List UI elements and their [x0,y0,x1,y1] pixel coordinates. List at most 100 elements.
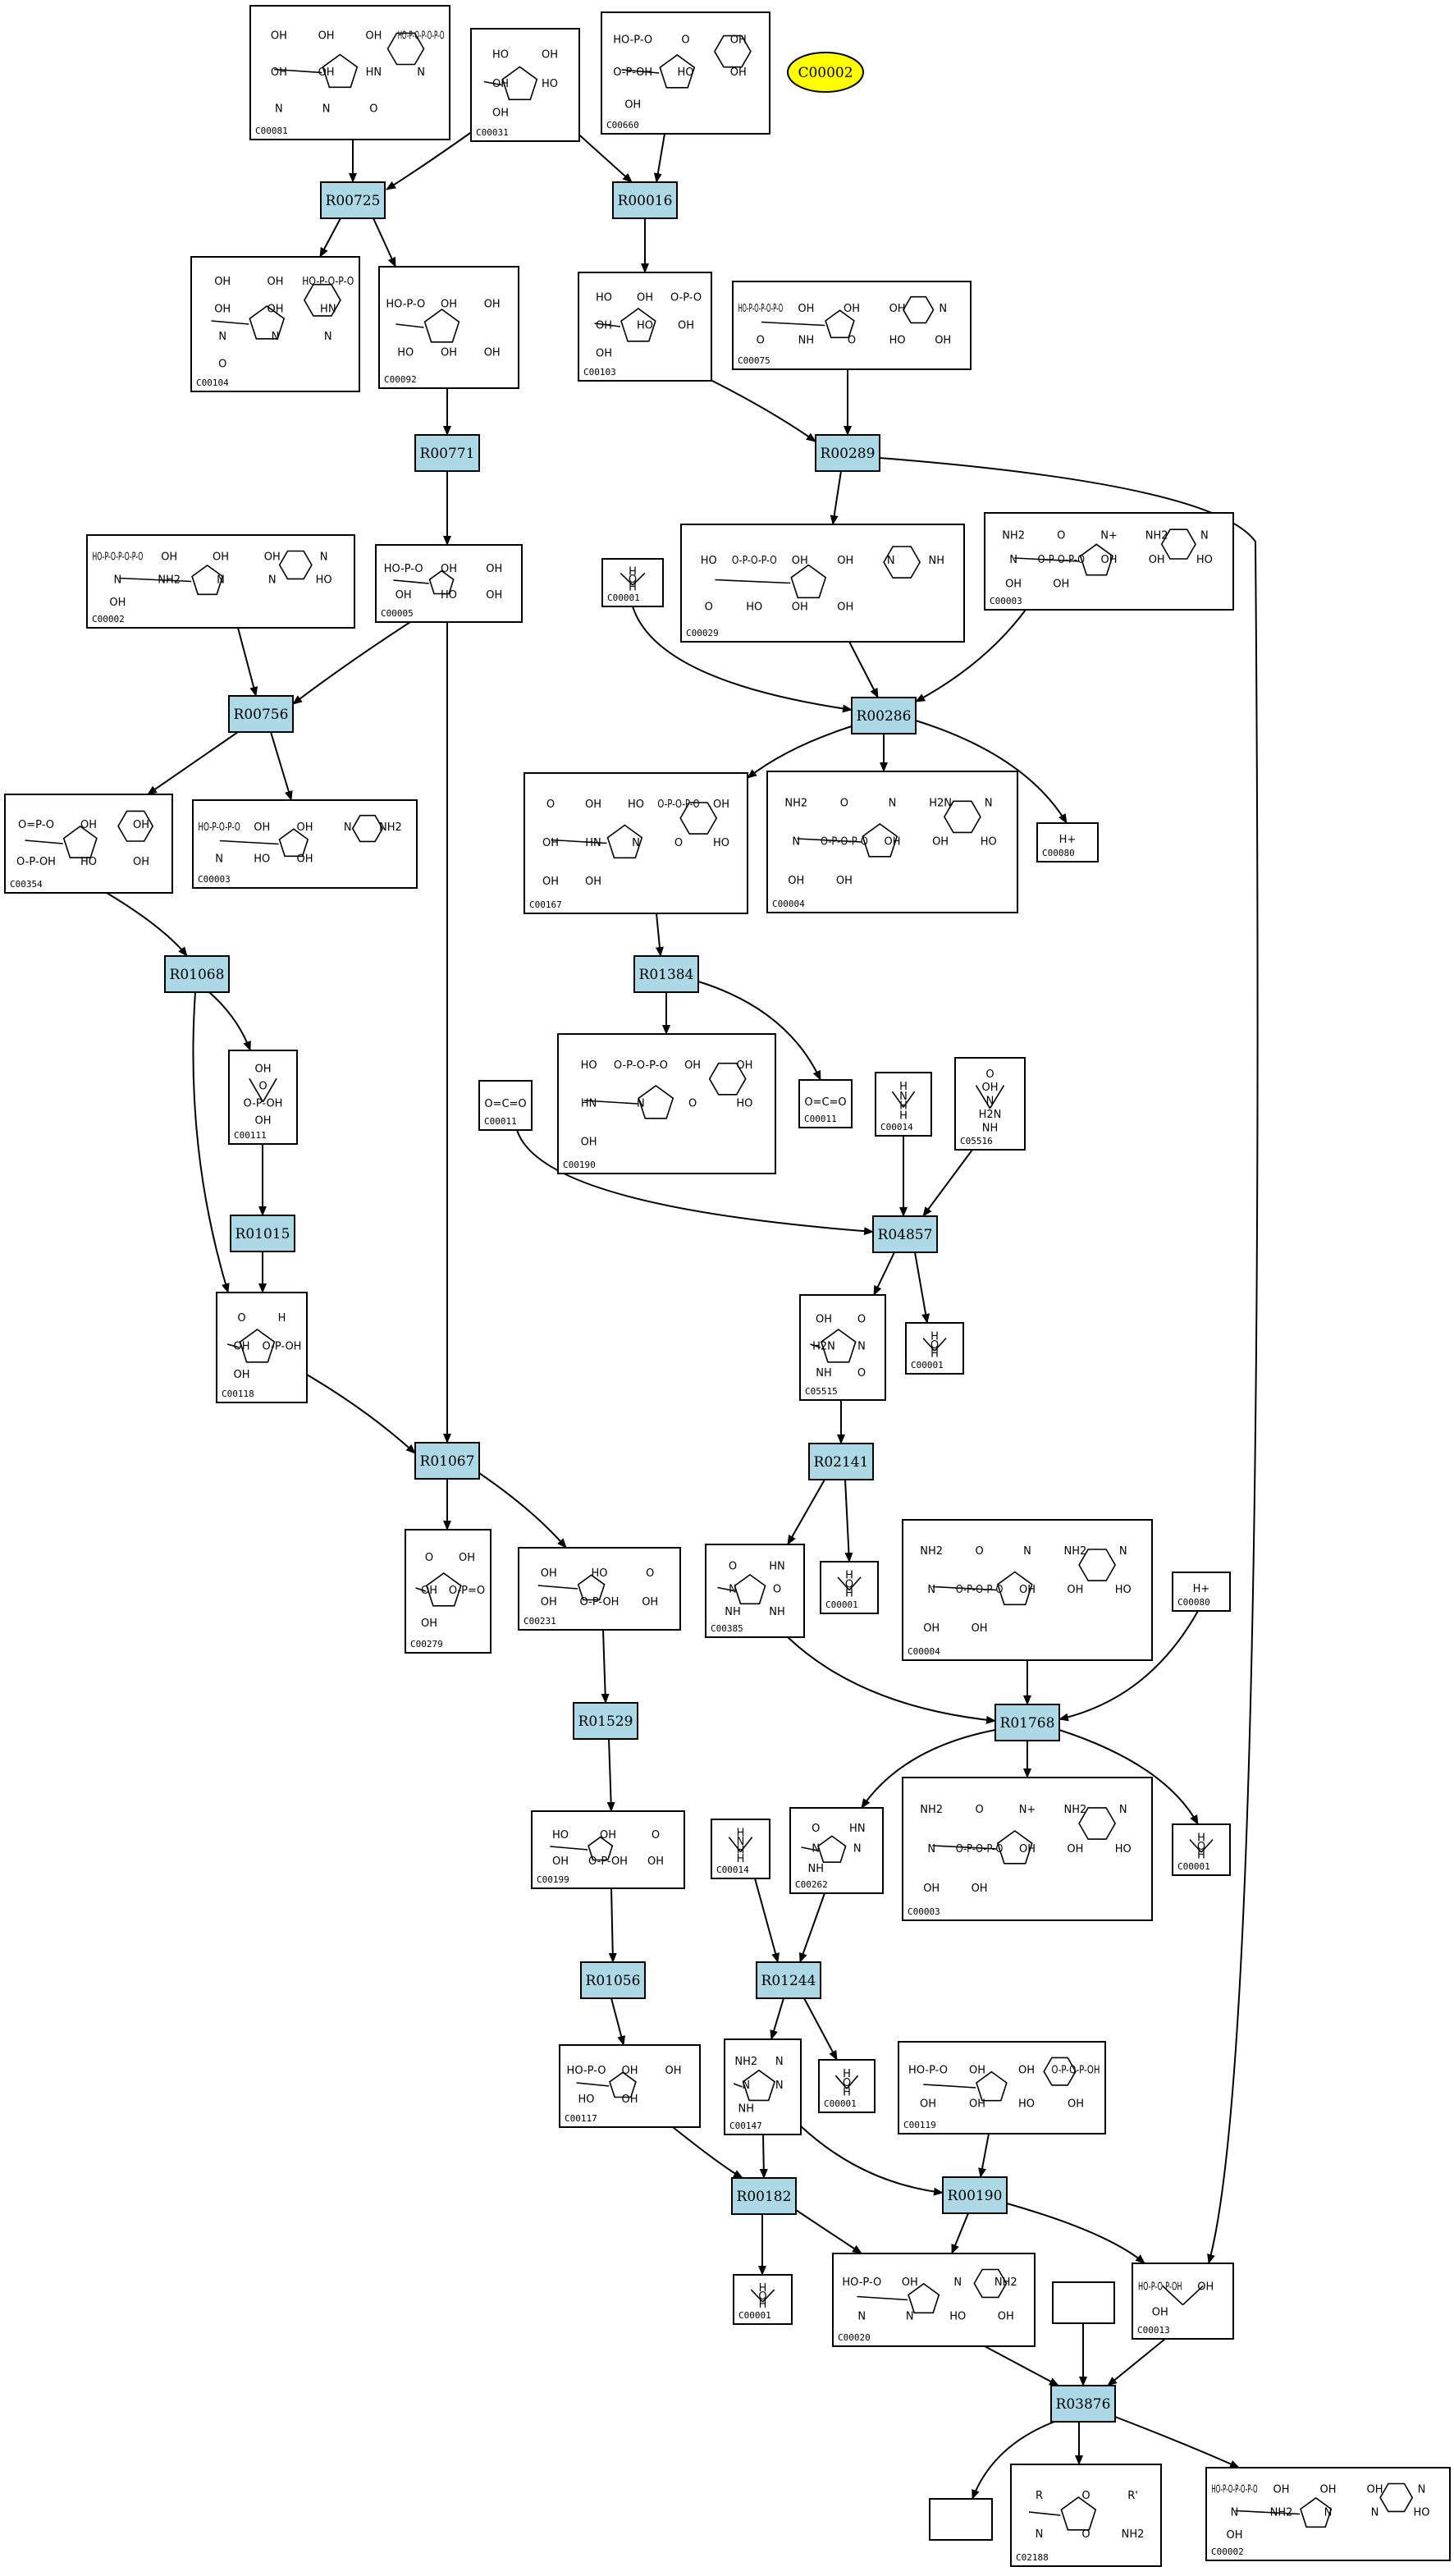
compound-id: C00385 [711,1623,743,1634]
reaction-node-r01068[interactable]: R01068 [164,955,230,993]
edge-R01068-to-c00111 [208,991,251,1051]
compound-c00080-a[interactable]: H+C00080 [1036,822,1099,862]
chain-bond [1028,2511,1061,2516]
reaction-node-r01768[interactable]: R01768 [994,1704,1060,1741]
compound-blank-a[interactable] [1052,2281,1115,2324]
entry-compound-marker[interactable]: C00002 [787,52,864,93]
edge-layer [106,122,1259,2500]
atom-label: H [930,1330,939,1343]
reaction-node-r00182[interactable]: R00182 [731,2177,797,2215]
reaction-node-r01244[interactable]: R01244 [756,1961,821,1999]
reaction-node-r01067[interactable]: R01067 [414,1442,480,1480]
reaction-node-r01384[interactable]: R01384 [633,955,699,993]
atom-label: NH2 [1122,2528,1145,2541]
atom-label: H [843,2068,851,2080]
reaction-node-r02141[interactable]: R02141 [808,1443,874,1480]
ring-bond [1078,1807,1117,1840]
compound-blank-b[interactable] [929,2498,993,2541]
ring-bond [862,823,898,858]
reaction-node-r04857[interactable]: R04857 [872,1215,938,1253]
atom-label: NH2 [994,2276,1017,2289]
reaction-box [320,181,386,219]
chain-bond [989,1085,1005,1110]
reaction-node-r00771[interactable]: R00771 [414,434,480,472]
reaction-node-r01529[interactable]: R01529 [573,1702,638,1740]
atom-label: HO [736,1098,752,1110]
edge-c00080_b-to-R01768 [1058,1610,1199,1722]
atom-label: OH [816,1314,832,1326]
reaction-node-r00286[interactable]: R00286 [851,697,917,734]
edge-c00117-to-R00182 [672,2126,743,2179]
atom-label: N [857,2310,866,2322]
reaction-node-r00016[interactable]: R00016 [612,181,678,219]
atom-label: O=C=O [484,1098,526,1110]
ring-bond [996,1830,1033,1865]
reaction-label: R01056 [586,1973,641,1989]
chain-bond [1182,2285,1204,2306]
reaction-node-r01015[interactable]: R01015 [230,1215,295,1252]
ring-bond [191,564,224,596]
reaction-node-r01056[interactable]: R01056 [580,1961,646,1999]
atom-label: HO [254,853,270,866]
compound-c00080-b[interactable]: H+C00080 [1172,1572,1231,1612]
compound-id: C00002 [92,614,125,625]
reaction-node-r00289[interactable]: R00289 [815,434,880,472]
chain-bond [975,1085,991,1110]
reaction-node-r03876[interactable]: R03876 [1050,2385,1116,2423]
atom-label: OH [998,2310,1014,2322]
reaction-node-r00725[interactable]: R00725 [320,181,386,219]
reaction-node-r00756[interactable]: R00756 [228,695,294,733]
atom-label: O [546,798,555,811]
reaction-node-r00190[interactable]: R00190 [942,2176,1008,2214]
atom-label: O [840,797,848,809]
compound-frame [711,1819,770,1879]
atom-label: O [629,574,637,586]
chain-bond [797,838,862,843]
atom-label: OH [109,597,126,609]
